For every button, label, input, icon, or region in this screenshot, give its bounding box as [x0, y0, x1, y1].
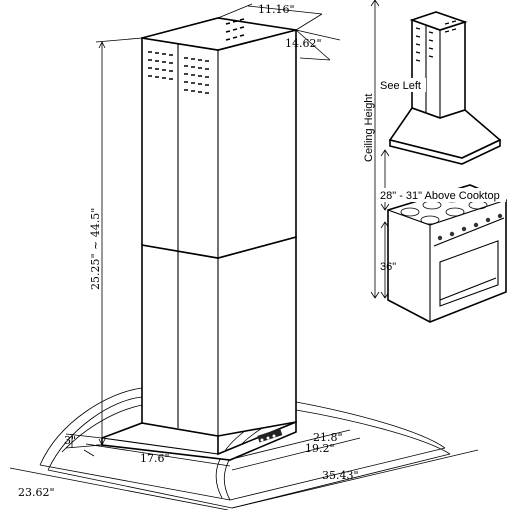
small-range [387, 184, 507, 323]
ceiling-height-line [370, 0, 380, 299]
label-above-cooktop: 28" - 31" Above Cooktop [380, 190, 500, 202]
dim-base-depth-inner: 19.2" [305, 442, 335, 455]
installation-inset: Ceiling Height See Left 28" - 31" Above … [363, 0, 507, 323]
upper-chimney [141, 17, 297, 259]
dim-top-depth: 14.62" [285, 37, 322, 50]
small-hood [388, 11, 502, 165]
dim-glass-width: 35.43" [322, 469, 359, 482]
label-see-left: See Left [380, 80, 421, 92]
dim-base-width: 17.6" [140, 452, 170, 465]
vent-slots [148, 18, 245, 94]
hood-drawing: 11.16" 14.62" 25.25" ~ 44.5" 3" 17.6" 21… [9, 3, 479, 510]
lower-chimney [141, 235, 297, 437]
dimension-lines [9, 3, 479, 510]
dim-glass-depth: 23.62" [18, 486, 55, 499]
dim-base-depth-outer: 21.8" [313, 431, 343, 444]
glass-canopy [39, 387, 451, 509]
dim-canopy-front: 3" [64, 434, 76, 447]
dim-top-width: 11.16" [258, 3, 295, 16]
label-counter-height: 36" [380, 261, 396, 273]
dim-height-range: 25.25" ~ 44.5" [89, 208, 102, 290]
label-ceiling-height: Ceiling Height [363, 94, 375, 162]
